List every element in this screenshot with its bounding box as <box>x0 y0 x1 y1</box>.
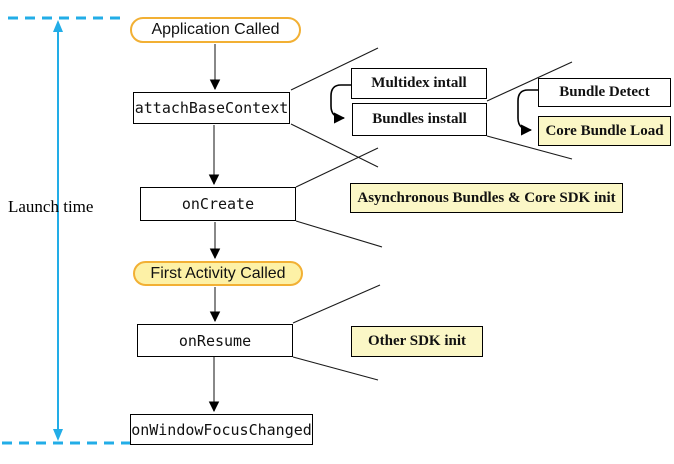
node-bundle-detect: Bundle Detect <box>538 78 671 107</box>
node-other-sdk-init: Other SDK init <box>351 326 483 357</box>
fan-bundles-bottom <box>486 135 573 160</box>
node-bundles-install: Bundles install <box>352 103 487 136</box>
node-application-called: Application Called <box>130 17 301 43</box>
node-first-activity-called: First Activity Called <box>133 261 303 286</box>
node-async-bundles-core-sdk-init: Asynchronous Bundles & Core SDK init <box>350 183 623 213</box>
axis-arrowhead-up-icon <box>53 20 63 32</box>
hook-arrow-multidex-to-bundles <box>330 84 351 124</box>
fan-bundles-top <box>486 61 573 102</box>
node-on-create: onCreate <box>140 187 296 221</box>
node-multidex-install: Multidex intall <box>351 68 487 99</box>
axis-arrowhead-down-icon <box>53 429 63 441</box>
fan-onresume-top <box>292 284 381 324</box>
fan-oncreate-bottom <box>295 220 383 248</box>
node-core-bundle-load: Core Bundle Load <box>538 116 671 146</box>
fan-attach-top <box>290 47 379 91</box>
node-attach-base-context: attachBaseContext <box>133 92 290 124</box>
launch-time-label: Launch time <box>8 197 94 216</box>
fan-attach-bottom <box>290 123 379 168</box>
hook-arrow-detect-to-coreload <box>517 89 538 136</box>
fan-onresume-bottom <box>292 356 379 381</box>
fan-oncreate-top <box>295 147 379 188</box>
node-on-resume: onResume <box>137 324 293 357</box>
node-on-window-focus-changed: onWindowFocusChanged <box>130 414 313 445</box>
